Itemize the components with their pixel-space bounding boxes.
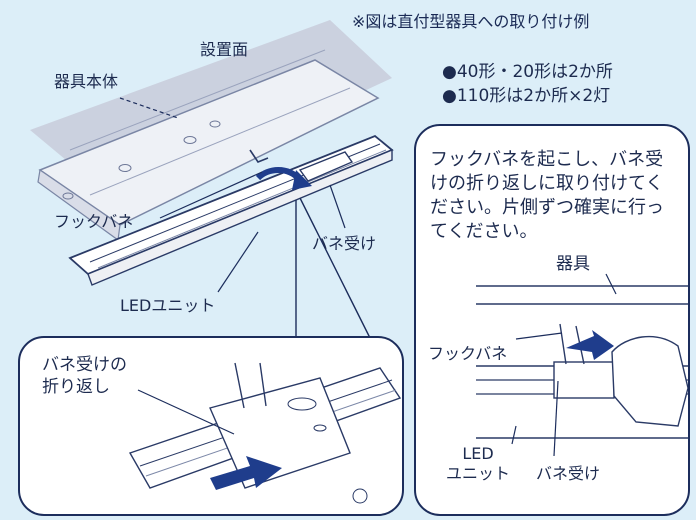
label-led-unit: LEDユニット xyxy=(120,296,216,315)
label-hook-spring: フックバネ xyxy=(54,212,134,231)
detail-inset-illustration xyxy=(128,362,402,504)
label-fold-back: バネ受けの 折り返し xyxy=(42,355,127,397)
label-hook-spring-right: フックバネ xyxy=(428,344,508,363)
instruction-illustration xyxy=(476,273,688,457)
bullet-110: ●110形は2か所×2灯 xyxy=(442,86,611,106)
bullet-40-20: ●40形・20形は2か所 xyxy=(442,62,613,82)
detail-inset-panel: バネ受けの 折り返し xyxy=(18,336,404,516)
example-note: ※図は直付型器具への取り付け例 xyxy=(352,12,590,31)
instruction-text: フックバネを起こし、バネ受けの折り返しに取り付けてください。片側ずつ確実に行って… xyxy=(430,149,664,242)
instruction-panel: フックバネを起こし、バネ受けの折り返しに取り付けてください。片側ずつ確実に行って… xyxy=(414,124,690,516)
label-fixture: 器具 xyxy=(556,254,590,274)
label-led-unit-right: LED ユニット xyxy=(446,444,511,483)
label-spring-receiver-right: バネ受け xyxy=(536,464,601,483)
label-spring-receiver: バネ受け xyxy=(312,234,377,253)
label-fixture-body: 器具本体 xyxy=(54,72,119,91)
label-mounting-surface: 設置面 xyxy=(200,40,249,59)
